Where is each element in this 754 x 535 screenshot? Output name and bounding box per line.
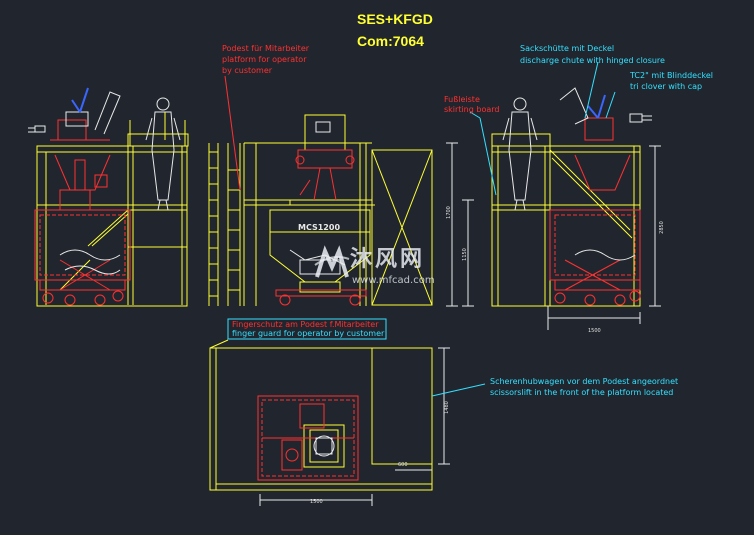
annotation-scissor-de: Scherenhubwagen vor dem Podest angeordne… [490,377,679,386]
vessel-label: MCS1200 [298,223,341,232]
watermark-logo-icon [314,245,350,278]
dim-plan-small: 600 [398,462,408,468]
annotation-platform-de: Podest für Mitarbeiter [222,44,310,53]
watermark-text: 沐风网 [350,247,426,272]
dim-plan-vert: 1480 [443,401,450,414]
right-elevation [469,61,661,330]
annotation-tc-en: tri clover with cap [630,82,703,91]
dim-plan-base: 1500 [310,499,323,505]
dim-mid-vert: 1150 [461,248,468,261]
plan-view [209,75,486,506]
annotation-chute-en: discharge chute with hinged closure [520,56,665,65]
dim-right-vert: 2850 [658,221,665,234]
annotation-finger-de: Fingerschutz am Podest f.Mitarbeiter [232,320,379,329]
annotation-platform-en: platform for operator [222,55,307,64]
annotation-finger-en: finger guard for operator by customer [232,329,385,338]
left-elevation [28,87,189,307]
annotation-skirting-en: skirting board [444,105,500,114]
middle-elevation [208,114,474,307]
drawing-title: SES+KFGD [357,11,433,27]
annotation-platform-customer: by customer [222,66,273,75]
commission-number: Com:7064 [357,33,424,49]
annotation-skirting-de: Fußleiste [444,95,480,104]
dim-right-base: 1500 [588,328,601,334]
annotation-tc-de: TC2" mit Blinddeckel [630,71,713,80]
annotation-chute-de: Sackschütte mit Deckel [520,44,615,53]
watermark-url: www.mfcad.com [352,275,435,286]
dim-top-vert: 1700 [445,206,452,219]
annotation-scissor-en: scissorslift in the front of the platfor… [490,388,674,397]
